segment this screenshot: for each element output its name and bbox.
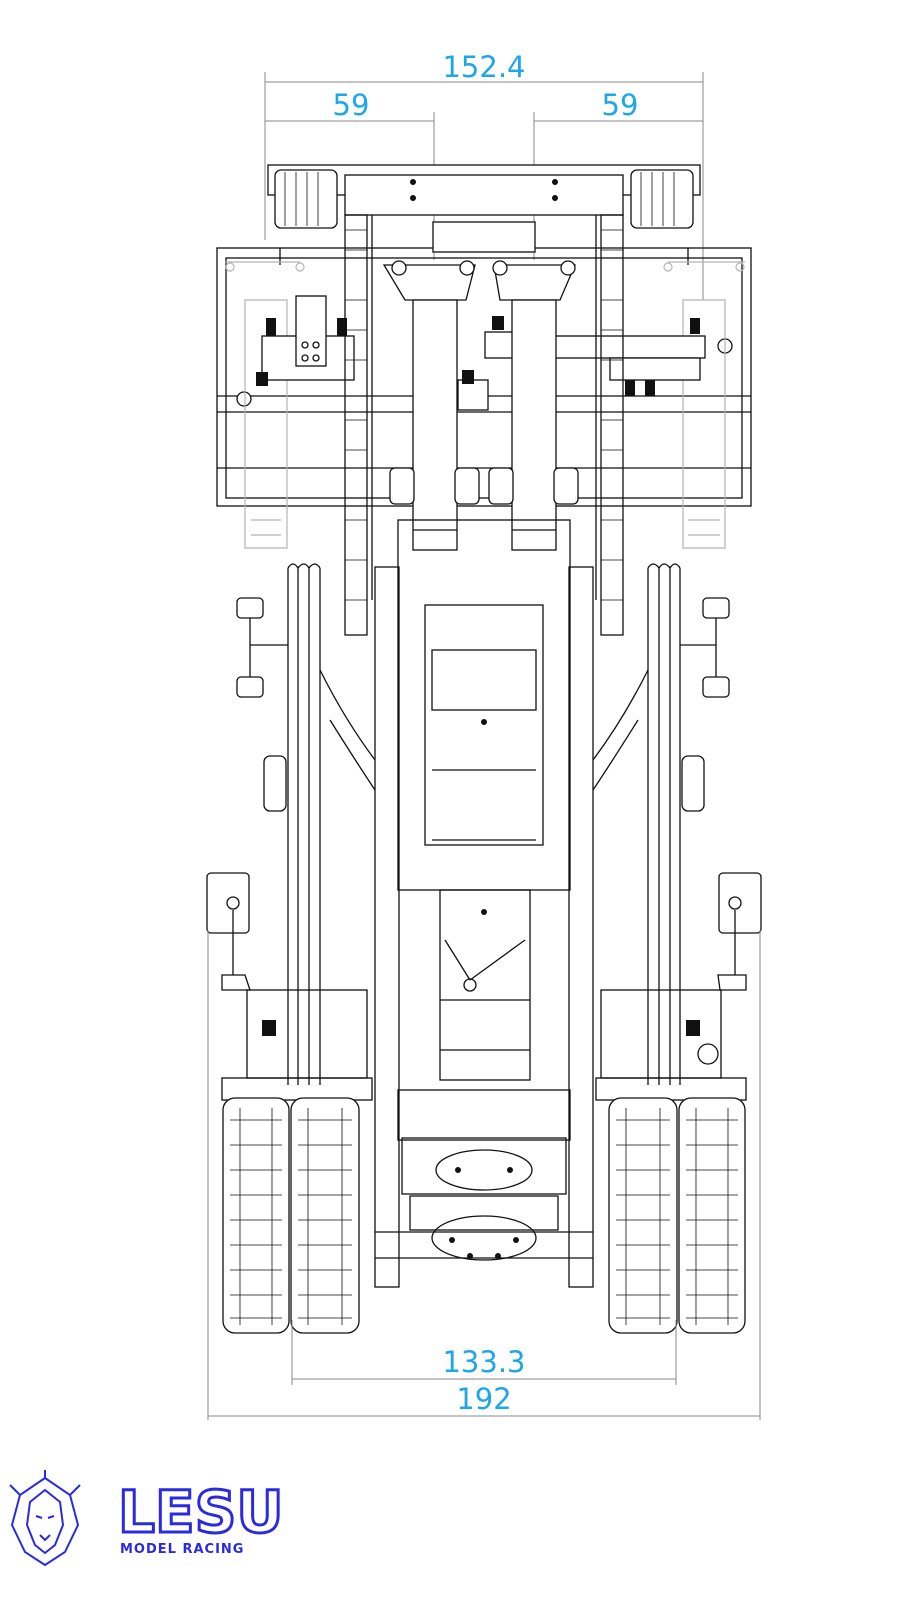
- wheel-left-outer: [222, 1097, 290, 1334]
- brand-tagline: MODEL RACING: [120, 1542, 244, 1557]
- lion-emblem-icon: [9, 1470, 81, 1567]
- dimension-top-right: 59: [533, 88, 703, 260]
- wheel-left-inner: [290, 1097, 360, 1334]
- side-mirrors: [206, 872, 762, 991]
- work-lights: [236, 597, 730, 812]
- wheel-right-outer: [678, 1097, 746, 1334]
- dimension-top-left: 59: [265, 88, 435, 260]
- overhead-guard: [287, 563, 681, 1085]
- brand-logo: LESU MODEL RACING: [9, 1470, 285, 1567]
- dim-label-152: 152.4: [442, 50, 525, 84]
- dim-label-59-left: 59: [333, 88, 370, 122]
- mast-frame: [374, 519, 594, 1288]
- chassis-body: [221, 989, 747, 1261]
- fork-carriage: [216, 164, 752, 549]
- wheel-right-inner: [608, 1097, 678, 1334]
- mast-chains: [344, 214, 624, 636]
- brand-name: LESU: [118, 1478, 283, 1546]
- dimension-bottom-track: 133.3: [291, 1320, 677, 1385]
- dimension-top-overall: 152.4: [264, 50, 704, 300]
- dim-label-192: 192: [456, 1382, 511, 1416]
- dimension-bottom-overall: 192: [207, 930, 761, 1420]
- lift-cylinders: [389, 299, 579, 551]
- dim-label-59-right: 59: [602, 88, 639, 122]
- dim-label-133: 133.3: [442, 1345, 525, 1379]
